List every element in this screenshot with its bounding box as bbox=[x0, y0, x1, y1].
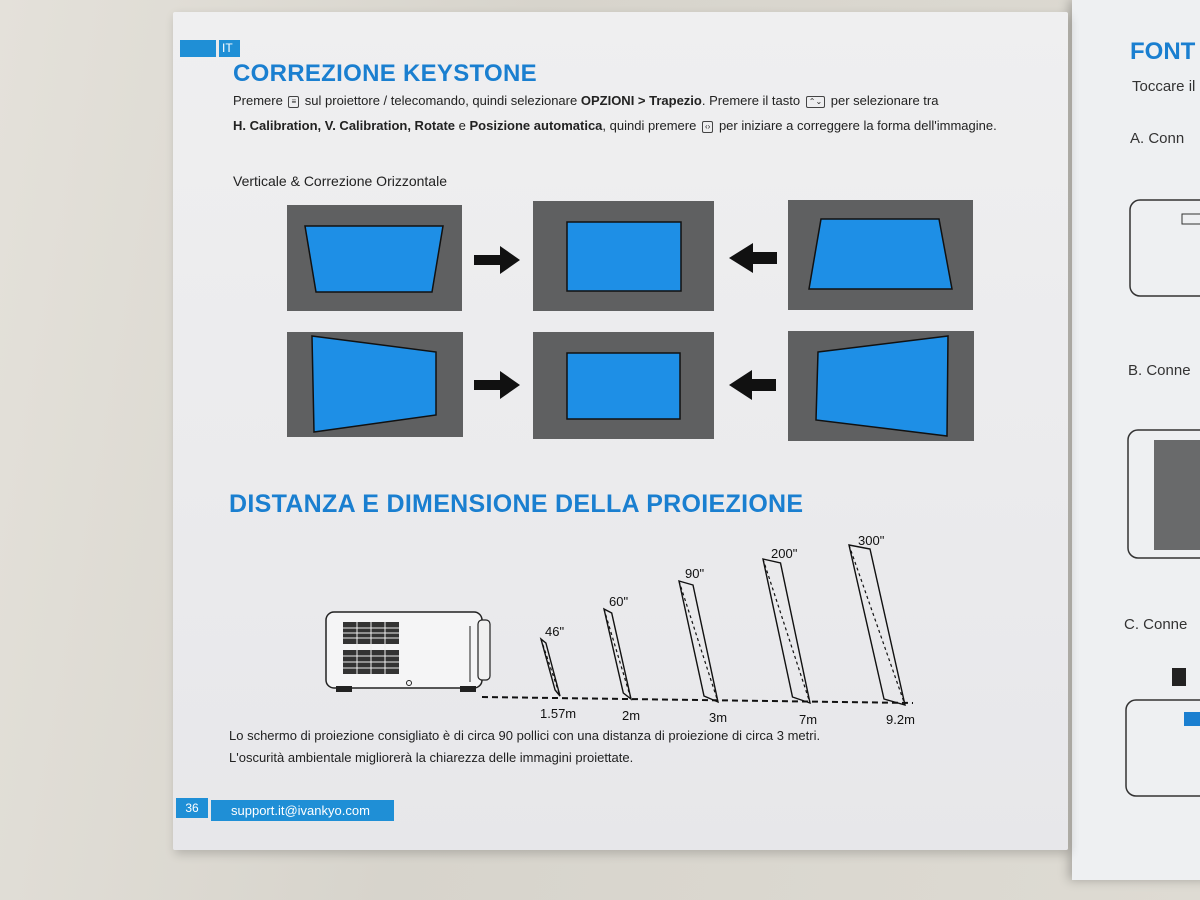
caption-line-2: L'oscurità ambientale migliorerà la chia… bbox=[229, 750, 634, 765]
language-tab: IT bbox=[180, 40, 240, 57]
intro-line-2: H. Calibration, V. Calibration, Rotate e… bbox=[233, 116, 997, 136]
caption-line-1: Lo schermo di proiezione consigliato è d… bbox=[229, 728, 821, 743]
intro-text: Premere bbox=[233, 93, 283, 108]
right-page: FONT Toccare il A. Conn B. Conne C. Conn… bbox=[1072, 0, 1200, 880]
intro-text: e bbox=[458, 118, 466, 133]
intro-text: sul proiettore / telecomando, quindi sel… bbox=[304, 93, 578, 108]
right-page-item-b: B. Conne bbox=[1128, 362, 1191, 379]
keystone-section-label: Verticale & Correzione Orizzontale bbox=[233, 173, 447, 189]
distance-title: DISTANZA E DIMENSIONE DELLA PROIEZIONE bbox=[229, 490, 804, 518]
right-page-title: FONT bbox=[1130, 38, 1196, 65]
projection-caption: Lo schermo di proiezione consigliato è d… bbox=[229, 725, 820, 769]
right-page-device-sketches bbox=[1125, 199, 1200, 797]
menu-key-icon: ≡ bbox=[288, 96, 300, 108]
support-email: support.it@ivankyo.com bbox=[211, 800, 394, 821]
right-page-item-c: C. Conne bbox=[1124, 616, 1188, 633]
intro-line-1: Premere ≡ sul proiettore / telecomando, … bbox=[233, 91, 938, 111]
intro-text: , quindi premere bbox=[602, 118, 697, 133]
intro-text: . Premere il tasto bbox=[701, 93, 801, 108]
page-number: 36 bbox=[176, 798, 208, 818]
intro-menu-path: OPZIONI > Trapezio bbox=[580, 93, 702, 108]
keystone-title: CORREZIONE KEYSTONE bbox=[233, 60, 537, 87]
left-right-key-icon: ‹› bbox=[701, 121, 714, 133]
right-page-line: Toccare il bbox=[1132, 78, 1196, 95]
up-down-key-icon: ⌃⌄ bbox=[805, 96, 826, 108]
language-label: IT bbox=[222, 41, 233, 55]
intro-options: H. Calibration, V. Calibration, Rotate bbox=[233, 118, 455, 133]
intro-text: per selezionare tra bbox=[830, 93, 939, 108]
intro-auto-position: Posizione automatica bbox=[469, 118, 603, 133]
right-page-item-a: A. Conn bbox=[1130, 130, 1185, 147]
intro-text: per iniziare a correggere la forma dell'… bbox=[718, 118, 997, 133]
